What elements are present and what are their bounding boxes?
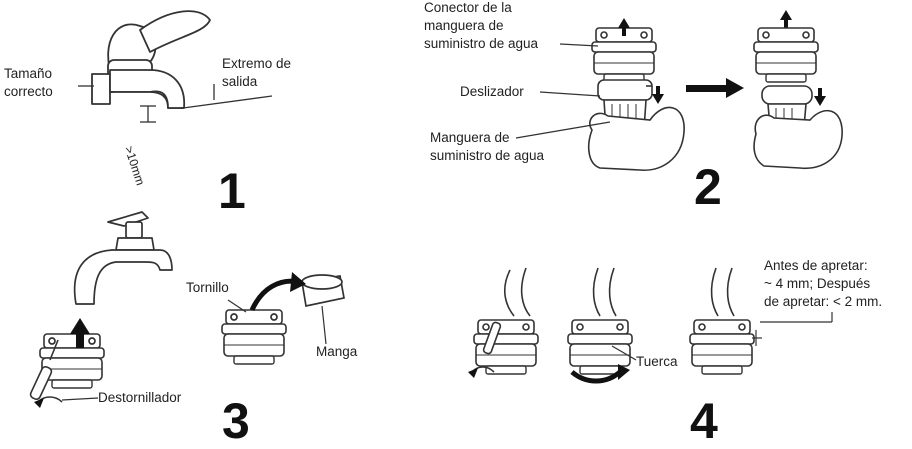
faucet-illustration xyxy=(91,10,211,109)
screw-label: Tornillo xyxy=(186,280,229,295)
size-label-line1: Tamaño xyxy=(4,66,53,81)
tightening-note-line3: de apretar: < 2 mm. xyxy=(764,294,883,309)
faucet-screwdriver-illustration xyxy=(39,211,173,389)
outlet-end-label-line1: Extremo de xyxy=(222,56,292,71)
slider-label: Deslizador xyxy=(460,84,524,99)
sleeve-label: Manga xyxy=(316,344,358,359)
step-number-3: 3 xyxy=(222,393,250,449)
arrows-step2 xyxy=(618,10,826,106)
connector-label-line1: Conector de la xyxy=(424,0,512,15)
connector-label-line2: manguera de xyxy=(424,18,504,33)
step-number-1: 1 xyxy=(218,163,246,219)
connector-label-line3: suministro de agua xyxy=(424,36,539,51)
tightening-note-line2: ~ 4 mm; Después xyxy=(764,276,871,291)
tightening-note-line1: Antes de apretar: xyxy=(764,258,868,273)
hose-connector-illustration xyxy=(587,27,685,171)
tightening-illustration xyxy=(469,267,755,375)
size-label-line2: correcto xyxy=(4,84,53,99)
screwdriver-label: Destornillador xyxy=(98,390,182,405)
nut-label: Tuerca xyxy=(636,354,678,369)
hose-label-line2: suministro de agua xyxy=(430,148,545,163)
step-number-4: 4 xyxy=(690,393,718,449)
outlet-end-label-line2: salida xyxy=(222,74,258,89)
step-number-2: 2 xyxy=(694,159,722,215)
hose-label-line1: Manguera de xyxy=(430,130,510,145)
